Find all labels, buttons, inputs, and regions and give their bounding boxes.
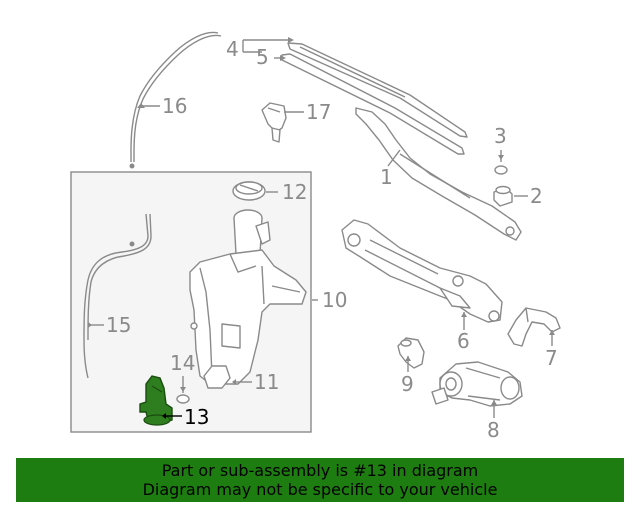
callout-8: 8 bbox=[487, 418, 500, 442]
callout-4: 4 bbox=[226, 37, 239, 61]
wiper-arm-1[interactable] bbox=[355, 107, 522, 241]
reservoir-cap-12[interactable] bbox=[232, 181, 266, 201]
callout-13: 13 bbox=[184, 405, 209, 429]
callout-7: 7 bbox=[545, 346, 558, 370]
washer-nozzle-17[interactable] bbox=[261, 102, 287, 143]
callout-16: 16 bbox=[162, 94, 187, 118]
nut-cap-2[interactable] bbox=[493, 185, 513, 207]
callout-14: 14 bbox=[170, 351, 195, 375]
callout-6: 6 bbox=[457, 329, 470, 353]
wiper-blade-4[interactable] bbox=[287, 42, 468, 138]
washer-pump-13[interactable] bbox=[139, 375, 173, 426]
banner-line-2: Diagram may not be specific to your vehi… bbox=[142, 480, 498, 499]
wiper-motor-8[interactable] bbox=[431, 361, 523, 407]
callout-10: 10 bbox=[322, 288, 347, 312]
banner-line-1: Part or sub-assembly is #13 in diagram bbox=[161, 461, 479, 480]
callout-1: 1 bbox=[380, 165, 393, 189]
leader-1 bbox=[387, 149, 401, 167]
washer-reservoir-10[interactable] bbox=[189, 209, 307, 389]
bushing-9[interactable] bbox=[397, 337, 425, 369]
info-banner: Part or sub-assembly is #13 in diagram D… bbox=[16, 458, 624, 502]
callout-17: 17 bbox=[306, 100, 331, 124]
callout-15: 15 bbox=[106, 313, 131, 337]
bracket-7[interactable] bbox=[507, 307, 561, 347]
wiper-blade-insert-5[interactable] bbox=[281, 53, 465, 155]
washer-hose-15[interactable] bbox=[83, 213, 152, 379]
washer-hose-16[interactable] bbox=[129, 31, 222, 169]
cap-3[interactable] bbox=[494, 165, 508, 175]
callout-3: 3 bbox=[494, 124, 507, 148]
leader-4 bbox=[242, 39, 292, 53]
wiper-linkage-6[interactable] bbox=[341, 219, 503, 323]
callout-5: 5 bbox=[256, 45, 269, 69]
callout-12: 12 bbox=[282, 180, 307, 204]
grommet-14[interactable] bbox=[176, 394, 190, 404]
callout-11: 11 bbox=[254, 370, 279, 394]
callout-9: 9 bbox=[401, 372, 414, 396]
callout-2: 2 bbox=[530, 184, 543, 208]
